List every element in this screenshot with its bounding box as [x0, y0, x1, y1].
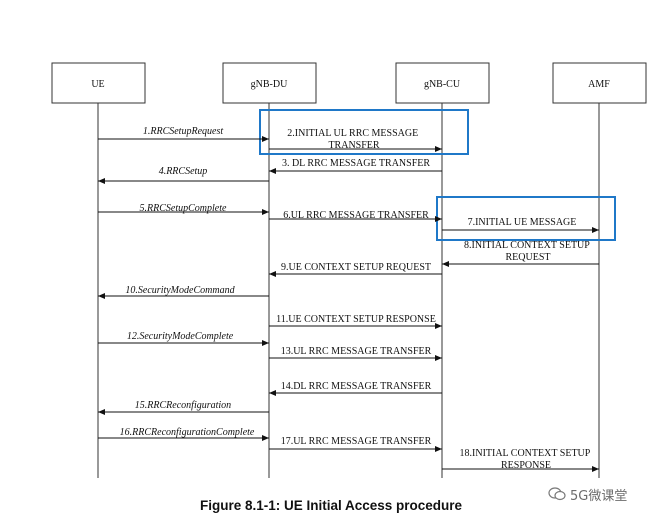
label-msg-2: 2.INITIAL UL RRC MESSAGE TRANSFER [287, 128, 420, 151]
label-msg-13: 13.UL RRC MESSAGE TRANSFER [281, 346, 432, 357]
label-msg-8-line1: 8.INITIAL CONTEXT SETUP [464, 240, 590, 251]
label-msg-9: 9.UE CONTEXT SETUP REQUEST [281, 262, 431, 273]
node-box-ue [51, 62, 146, 104]
label-msg-2-line2: TRANSFER [328, 140, 379, 151]
label-msg-8: 8.INITIAL CONTEXT SETUP REQUEST [464, 240, 592, 263]
node-label-cu: gNB-CU [424, 79, 461, 90]
watermark: 5G微课堂 [548, 484, 658, 504]
label-msg-1: 1.RRCSetupRequest [143, 126, 223, 137]
node-label-amf: AMF [588, 79, 610, 90]
label-msg-12: 12.SecurityModeComplete [127, 331, 234, 342]
label-msg-6: 6.UL RRC MESSAGE TRANSFER [283, 210, 429, 221]
node-label-ue: UE [91, 79, 104, 90]
label-msg-8-line2: REQUEST [506, 252, 551, 263]
node-label-du: gNB-DU [251, 79, 288, 90]
watermark-text: 5G微课堂 [570, 488, 628, 504]
label-msg-16: 16.RRCReconfigurationComplete [120, 427, 255, 438]
label-msg-17: 17.UL RRC MESSAGE TRANSFER [281, 436, 432, 447]
highlight-box-msg2 [259, 109, 469, 155]
label-msg-18-line2: RESPONSE [501, 460, 551, 471]
label-msg-3: 3. DL RRC MESSAGE TRANSFER [282, 158, 430, 169]
label-msg-7: 7.INITIAL UE MESSAGE [468, 217, 577, 228]
label-msg-14: 14.DL RRC MESSAGE TRANSFER [281, 381, 432, 392]
label-msg-10: 10.SecurityModeCommand [125, 285, 235, 296]
node-box-cu [395, 62, 490, 104]
label-msg-18: 18.INITIAL CONTEXT SETUP RESPONSE [460, 448, 593, 471]
figure-caption: Figure 8.1-1: UE Initial Access procedur… [199, 498, 463, 513]
label-msg-15: 15.RRCReconfiguration [135, 400, 231, 411]
label-msg-5: 5.RRCSetupComplete [140, 203, 227, 214]
node-box-du [222, 62, 317, 104]
label-msg-11: 11.UE CONTEXT SETUP RESPONSE [276, 314, 436, 325]
label-msg-2-line1: 2.INITIAL UL RRC MESSAGE [287, 128, 418, 139]
label-msg-18-line1: 18.INITIAL CONTEXT SETUP [460, 448, 591, 459]
node-box-amf [552, 62, 647, 104]
chat-bubbles-icon [548, 487, 566, 501]
label-msg-4: 4.RRCSetup [159, 166, 208, 177]
